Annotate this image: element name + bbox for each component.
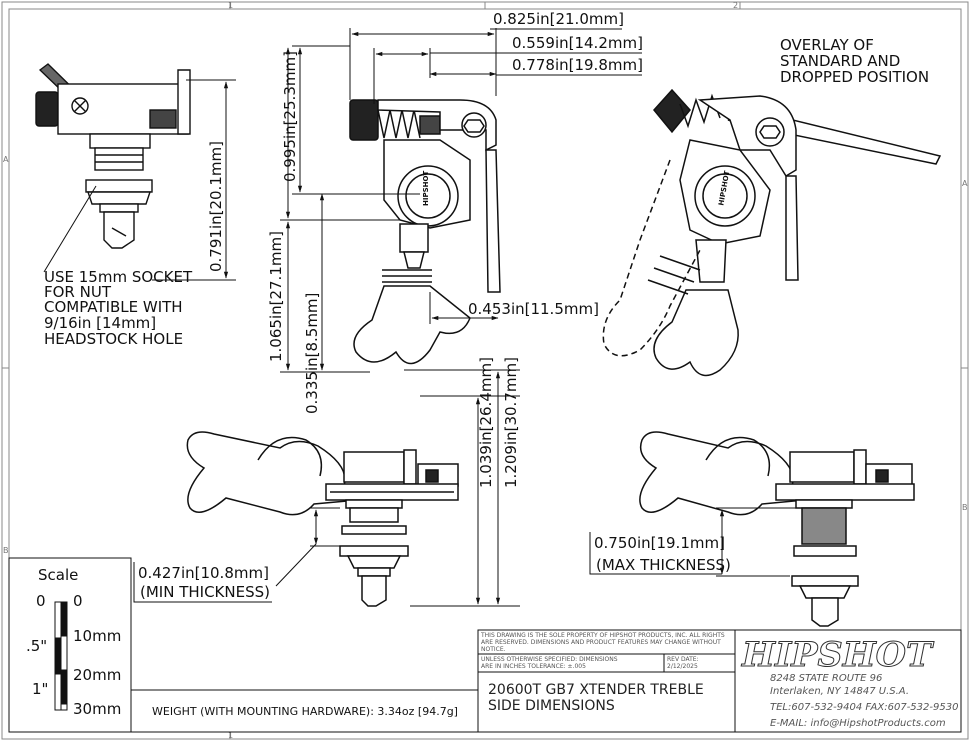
dim-min-thickness-label: (MIN THICKNESS) xyxy=(140,583,270,601)
dim-tube-height: 0.791in[20.1mm] xyxy=(207,141,225,272)
dim-min-height: 1.039in[26.4mm] xyxy=(477,357,495,488)
zone-letter-b-right: B xyxy=(962,503,968,512)
max-thickness-bracket xyxy=(589,532,722,575)
zone-number-1: 1 xyxy=(228,1,233,10)
scale-left-1-inch: 1" xyxy=(32,680,48,698)
scale-right-10mm: 10mm xyxy=(73,627,121,645)
top-view-min-thickness xyxy=(186,431,459,607)
zone-number-1-bottom: 1 xyxy=(228,731,233,740)
socket-note-line-3: COMPATIBLE WITH xyxy=(44,298,183,316)
property-notice-line-3: NOTICE. xyxy=(481,646,506,653)
property-notice-line-1: THIS DRAWING IS THE SOLE PROPERTY OF HIP… xyxy=(480,632,725,639)
zone-letter-a-left: A xyxy=(3,155,9,164)
scale-bar xyxy=(54,601,68,711)
zone-letter-b-left: B xyxy=(3,546,9,555)
socket-note-line-4: 9/16in [14mm] xyxy=(44,314,156,332)
overlay-note-line-1: OVERLAY OF xyxy=(780,36,874,54)
dim-top-width: 0.825in[21.0mm] xyxy=(493,10,624,28)
overlay-view xyxy=(602,88,942,377)
hipshot-logo: HIPSHOT xyxy=(741,635,935,675)
front-view-dimension-lines xyxy=(280,28,499,373)
top-view-min-dimension-lines xyxy=(275,369,520,607)
dim-knob-offset: 0.453in[11.5mm] xyxy=(468,300,599,318)
front-view-center xyxy=(349,99,501,365)
socket-note-line-5: HEADSTOCK HOLE xyxy=(44,330,183,348)
scale-left-half-inch: .5" xyxy=(26,637,47,655)
scale-right-20mm: 20mm xyxy=(73,666,121,684)
min-thickness-bracket xyxy=(133,562,272,603)
dim-max-thickness: 0.750in[19.1mm] xyxy=(594,534,725,552)
scale-left-0: 0 xyxy=(36,592,46,610)
dim-lever-width: 0.778in[19.8mm] xyxy=(512,56,643,74)
dim-post-height: 1.065in[27.1mm] xyxy=(267,231,285,362)
socket-note-leader xyxy=(43,185,97,273)
socket-note-line-1: USE 15mm SOCKET xyxy=(44,268,193,286)
dim-min-thickness: 0.427in[10.8mm] xyxy=(138,564,269,582)
part-title: 20600T GB7 XTENDER TREBLE xyxy=(488,682,704,698)
title-block-frame xyxy=(477,629,962,733)
top-view-max-thickness xyxy=(639,431,915,627)
zone-letter-a-right: A xyxy=(962,179,968,188)
dim-max-height: 1.209in[30.7mm] xyxy=(502,357,520,488)
scale-right-30mm: 30mm xyxy=(73,700,121,718)
part-subtitle: SIDE DIMENSIONS xyxy=(488,698,615,714)
overlay-note-line-3: DROPPED POSITION xyxy=(780,68,929,86)
top-view-max-dimension-lines xyxy=(716,507,800,577)
dim-max-thickness-label: (MAX THICKNESS) xyxy=(596,556,731,574)
dim-lever-height: 0.995in[25.3mm] xyxy=(281,51,299,182)
socket-note-line-2: FOR NUT xyxy=(44,283,112,301)
weight-note: WEIGHT (WITH MOUNTING HARDWARE): 3.34oz … xyxy=(152,705,458,718)
overlay-note-line-2: STANDARD AND xyxy=(780,52,900,70)
rev-date-value: 2/12/2025 xyxy=(667,663,698,670)
rev-date-label: REV DATE: xyxy=(667,656,699,663)
scale-right-0: 0 xyxy=(73,592,83,610)
tolerance-line-2: ARE IN INCHES TOLERANCE: ±.005 xyxy=(481,663,586,670)
dim-mid-width: 0.559in[14.2mm] xyxy=(512,34,643,52)
phone-fax: TEL:607-532-9404 FAX:607-532-9530 xyxy=(770,702,958,713)
property-notice-line-2: ARE RESERVED. DIMENSIONS AND PRODUCT FEA… xyxy=(481,639,721,646)
email: E-MAIL: info@HipshotProducts.com xyxy=(770,718,946,729)
dim-small-height: 0.335in[8.5mm] xyxy=(303,293,321,414)
dim-line-tube-height xyxy=(152,79,236,281)
address-line-1: 8248 STATE ROUTE 96 xyxy=(770,673,882,684)
side-view-left xyxy=(35,63,191,249)
address-line-2: Interlaken, NY 14847 U.S.A. xyxy=(770,686,909,697)
zone-number-2: 2 xyxy=(733,1,738,10)
gear-stamp-text: HIPSHOT xyxy=(422,171,430,206)
scale-box xyxy=(8,557,132,733)
weight-box xyxy=(130,689,479,733)
tolerance-line-1: UNLESS OTHERWISE SPECIFIED: DIMENSIONS xyxy=(481,656,618,663)
scale-title: Scale xyxy=(38,566,78,584)
